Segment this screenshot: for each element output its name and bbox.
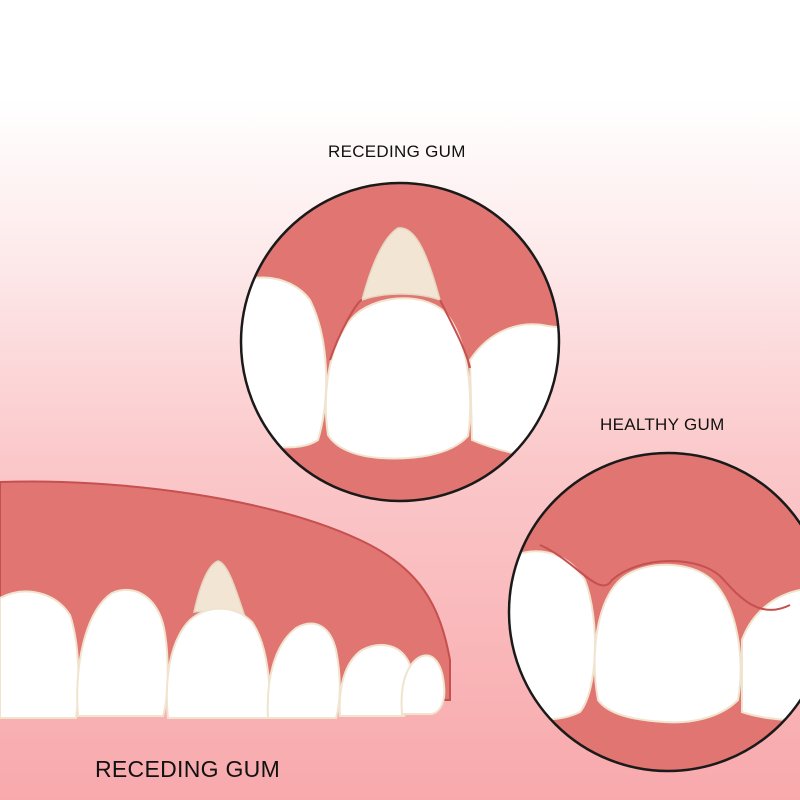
closeup-right-right-tooth (741, 589, 800, 722)
closeup-central-tooth (324, 297, 472, 460)
healthy-gum-closeup-label: HEALTHY GUM (600, 415, 725, 434)
closeup-exposed-root (360, 227, 442, 302)
closeup-healthy-gum-line (539, 544, 791, 611)
receding-gum-jaw-label: RECEDING GUM (95, 756, 281, 782)
jaw-tooth-6 (400, 654, 446, 715)
healthy-gum-closeup (507, 451, 800, 773)
jaw-tooth-1 (0, 590, 80, 719)
jaw-illustration (0, 480, 451, 719)
receding-gum-closeup-label: RECEDING GUM (328, 142, 466, 161)
jaw-tooth-3 (165, 607, 271, 719)
closeup-right-left-tooth (509, 550, 596, 721)
closeup-top-left-tooth (241, 276, 328, 449)
closeup-top-border (239, 181, 561, 503)
closeup-healthy-tooth (593, 563, 742, 724)
closeup-gum-line (329, 299, 471, 369)
closeup-right-border (507, 451, 800, 773)
receding-gum-closeup (239, 181, 561, 503)
